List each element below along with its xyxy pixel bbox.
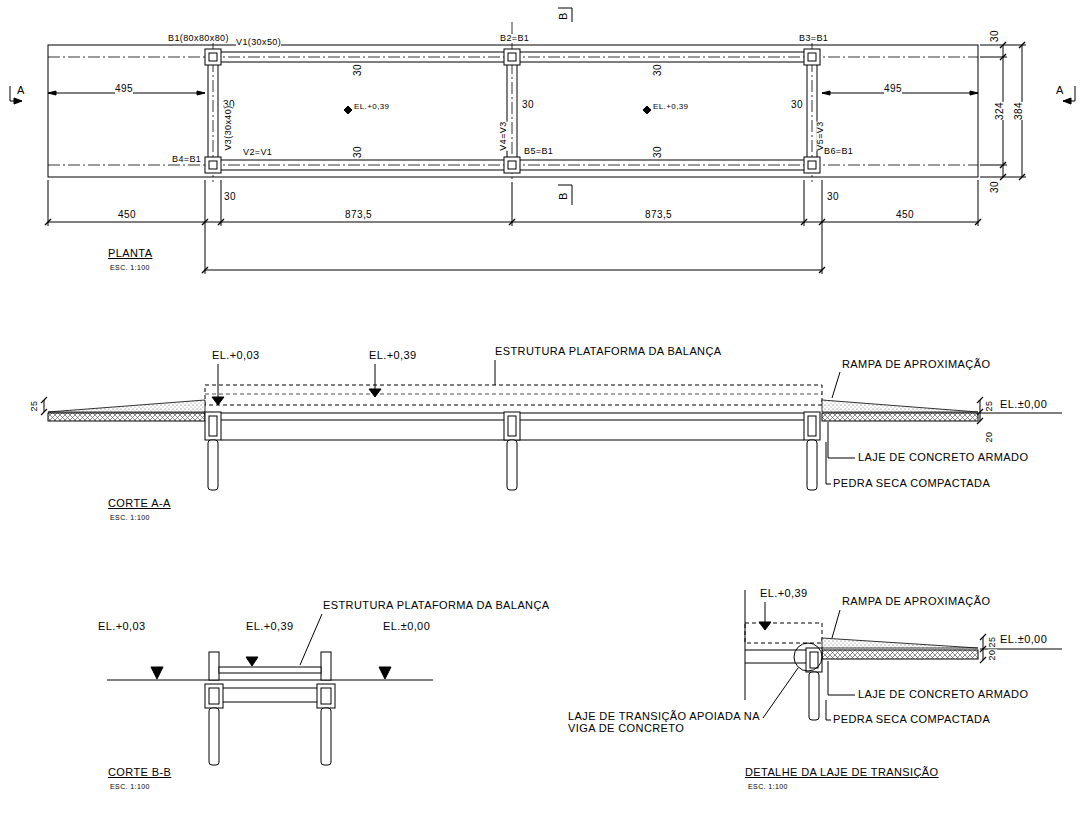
drawing-label: V3(30x40) — [224, 105, 233, 150]
drawing-label: 384 — [1014, 102, 1025, 120]
drawing-label: 495 — [115, 84, 133, 95]
drawing-label: 30 — [791, 100, 803, 111]
drawing-label: EL.+0,39 — [354, 103, 389, 111]
drawing-label: 30 — [353, 146, 364, 158]
drawing-label: ESTRUTURA PLATAFORMA DA BALANÇA — [495, 346, 722, 358]
drawing-label: ESTRUTURA PLATAFORMA DA BALANÇA — [323, 600, 550, 612]
drawing-label: 20 — [985, 432, 994, 443]
drawing-label: 495 — [884, 84, 902, 95]
drawing-label: 25 — [30, 401, 39, 412]
drawing-label: V4=V3 — [499, 121, 508, 150]
drawing-label: ESC. 1:100 — [110, 783, 150, 790]
drawing-label: PEDRA SECA COMPACTADA — [833, 478, 990, 490]
drawing-label: DETALHE DA LAJE DE TRANSIÇÃO — [745, 767, 939, 779]
drawing-label: 873,5 — [345, 210, 372, 221]
drawing-label: RAMPA DE APROXIMAÇÃO — [842, 359, 990, 371]
drawing-label: ESC. 1:100 — [110, 514, 150, 521]
drawing-label: A — [1056, 85, 1064, 97]
drawing-label: CORTE A-A — [108, 498, 171, 510]
section-a-a — [41, 360, 1062, 490]
drawing-label: 30 — [827, 192, 839, 203]
drawing-label: RAMPA DE APROXIMAÇÃO — [842, 596, 990, 608]
section-b-b — [107, 614, 433, 765]
drawing-label: 30 — [353, 64, 364, 76]
drawing-label: ESC. 1:100 — [748, 783, 788, 790]
drawing-label: 30 — [653, 146, 664, 158]
drawing-label: 450 — [118, 210, 136, 221]
drawing-label: 450 — [896, 210, 914, 221]
drawing-label: LAJE DE CONCRETO ARMADO — [858, 452, 1028, 464]
drawing-label: EL.+0,39 — [246, 621, 294, 633]
drawing-label: EL.±0,00 — [1000, 634, 1047, 646]
drawing-label: A — [17, 85, 25, 97]
drawing-label: 30 — [990, 181, 1001, 193]
drawing-label: 20 — [988, 650, 997, 661]
drawing-label: B3=B1 — [799, 34, 828, 43]
drawing-label: B — [558, 192, 570, 200]
drawing-label: 30 — [653, 64, 664, 76]
drawing-label: EL.±0,00 — [383, 621, 430, 633]
drawing-label: EL.+0,03 — [98, 621, 146, 633]
drawing-label: B5=B1 — [524, 147, 553, 156]
drawing-label: 30 — [224, 192, 236, 203]
drawing-label: 25 — [985, 401, 994, 412]
drawing-label: EL.+0,39 — [653, 103, 688, 111]
drawing-label: 324 — [995, 102, 1006, 120]
drawing-label: V1(30x50) — [236, 38, 281, 47]
drawing-label: PEDRA SECA COMPACTADA — [833, 714, 990, 726]
drawing-label: 30 — [990, 30, 1001, 42]
drawing-label: B2=B1 — [500, 34, 529, 43]
drawing-label: EL.+0,39 — [760, 588, 808, 600]
drawing-label: EL.+0,39 — [369, 350, 417, 362]
drawing-label: B — [558, 12, 570, 20]
drawing-label: B6=B1 — [824, 147, 853, 156]
drawing-label: 30 — [522, 100, 534, 111]
drawing-label: CORTE B-B — [108, 767, 171, 779]
drawing-label: ESC. 1:100 — [110, 264, 150, 271]
drawing-label: LAJE DE TRANSIÇÃO APOIADA NA VIGA DE CON… — [568, 711, 762, 734]
drawing-label: EL.+0,03 — [212, 350, 260, 362]
drawing-label: LAJE DE CONCRETO ARMADO — [858, 689, 1028, 701]
drawing-label: V2=V1 — [243, 148, 272, 157]
drawing-label: PLANTA — [108, 248, 152, 260]
drawing-label: EL.±0,00 — [1000, 399, 1047, 411]
drawing-label: 25 — [988, 637, 997, 648]
drawing-label: B1(80x80x80) — [168, 34, 229, 43]
drawing-label: 873,5 — [645, 210, 672, 221]
drawing-label: B4=B1 — [172, 155, 201, 164]
plan-view — [10, 8, 1075, 274]
transition-slab-detail — [745, 590, 1062, 720]
